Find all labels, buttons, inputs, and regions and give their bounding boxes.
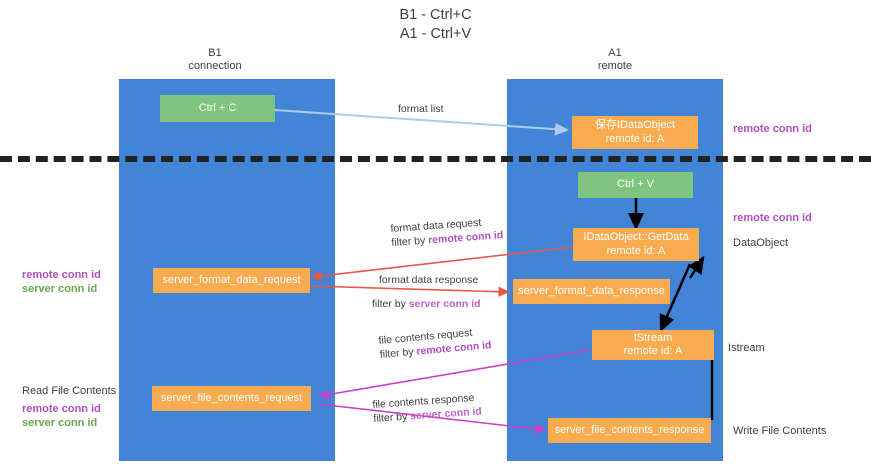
- edge-label-format-data-response-main: format data response: [379, 274, 479, 286]
- column-header-b1-role: connection: [188, 60, 242, 72]
- node-ctrl-c-label: Ctrl + C: [198, 101, 237, 114]
- node-getdata-line1: IDataObject::GetData: [583, 231, 689, 243]
- column-header-a1-name: A1: [608, 47, 622, 59]
- filter-prefix: filter by: [373, 410, 411, 425]
- phase-divider: [0, 156, 871, 162]
- filter-prefix: filter by: [379, 345, 417, 361]
- filter-prefix: filter by: [372, 298, 409, 310]
- node-save-dataobject-line1: 保存IDataObject: [594, 119, 676, 131]
- node-ctrl-v-label: Ctrl + V: [617, 178, 654, 191]
- annotation-write-file-contents: Write File Contents: [733, 425, 827, 437]
- node-istream-line2: remote id: A: [623, 345, 683, 357]
- page-title-line-1: B1 - Ctrl+C: [399, 7, 472, 23]
- filter-key-server-conn-id: server conn id: [408, 298, 481, 310]
- annotation-left-remote-conn-id-2: remote conn id: [22, 403, 101, 415]
- node-server-format-data-response[interactable]: server_format_data_response: [513, 279, 670, 304]
- node-server-file-contents-response-label: server_file_contents_response: [554, 423, 705, 436]
- node-istream[interactable]: IStream remote id: A: [592, 330, 714, 360]
- annotation-istream: Istream: [728, 342, 765, 354]
- edge-label-format-data-response-filter: filter by server conn id: [372, 297, 481, 311]
- node-ctrl-c[interactable]: Ctrl + C: [160, 95, 275, 122]
- annotation-left-server-conn-id: server conn id: [22, 283, 98, 295]
- node-server-file-contents-response[interactable]: server_file_contents_response: [548, 418, 711, 443]
- node-ctrl-v[interactable]: Ctrl + V: [578, 172, 693, 198]
- annotation-remote-conn-id-top: remote conn id: [733, 123, 812, 135]
- node-idataobject-getdata[interactable]: IDataObject::GetData remote id: A: [573, 228, 699, 261]
- column-header-b1: B1 connection: [155, 47, 275, 73]
- annotation-left-server-conn-id-2: server conn id: [22, 417, 98, 429]
- page-title: B1 - Ctrl+C A1 - Ctrl+V: [0, 6, 871, 44]
- filter-key-server-conn-id: server conn id: [409, 405, 483, 423]
- node-istream-line1: IStream: [633, 331, 673, 344]
- node-server-format-data-response-label: server_format_data_response: [518, 284, 665, 297]
- node-server-format-data-request-label: server_format_data_request: [162, 273, 301, 286]
- annotation-dataobject: DataObject: [733, 237, 789, 249]
- node-save-dataobject-line2: remote id: A: [605, 132, 665, 145]
- node-server-format-data-request[interactable]: server_format_data_request: [153, 268, 310, 293]
- edge-label-file-contents-request: file contents request filter by remote c…: [378, 324, 492, 362]
- filter-key-remote-conn-id: remote conn id: [427, 229, 504, 247]
- edge-label-format-data-response: format data response: [379, 273, 478, 287]
- filter-prefix: filter by: [391, 234, 429, 249]
- column-header-b1-name: B1: [208, 47, 222, 59]
- node-save-dataobject[interactable]: 保存IDataObject remote id: A: [572, 116, 698, 149]
- page-title-line-2: A1 - Ctrl+V: [399, 26, 472, 42]
- annotation-left-remote-conn-id: remote conn id: [22, 269, 101, 281]
- annotation-remote-conn-id-mid: remote conn id: [733, 212, 812, 224]
- node-getdata-line2: remote id: A: [606, 244, 666, 257]
- annotation-read-file-contents: Read File Contents: [22, 385, 117, 397]
- edge-label-file-contents-response: file contents response filter by server …: [372, 390, 482, 426]
- column-header-a1-role: remote: [597, 60, 633, 72]
- column-header-a1: A1 remote: [555, 47, 675, 73]
- node-server-file-contents-request[interactable]: server_file_contents_request: [152, 386, 311, 411]
- edge-label-format-data-request: format data request filter by remote con…: [390, 214, 504, 250]
- node-server-file-contents-request-label: server_file_contents_request: [160, 391, 303, 404]
- edge-label-format-list: format list: [398, 103, 444, 115]
